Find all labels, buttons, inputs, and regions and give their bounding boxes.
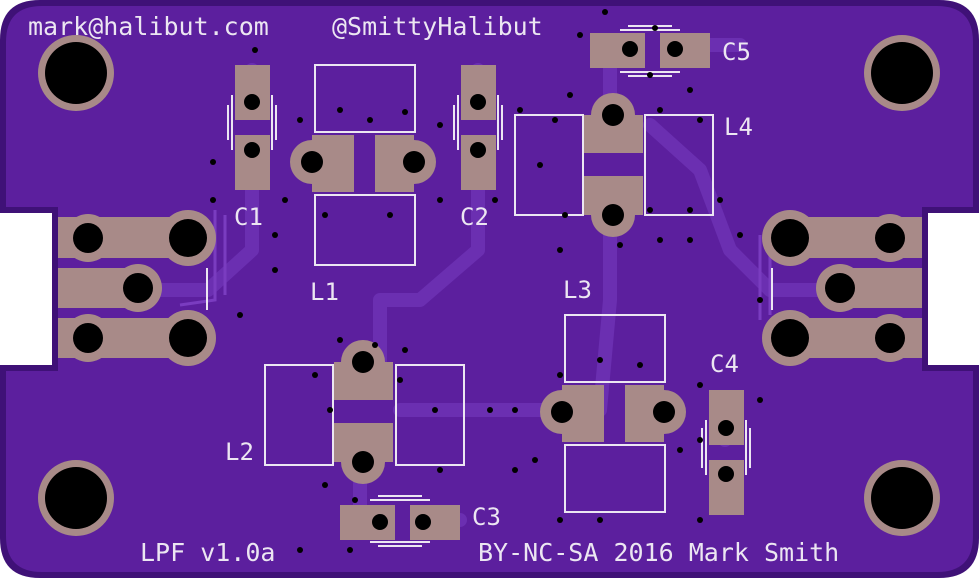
silk-handle-text: @SmittyHalibut [332,12,543,41]
inductor-l1 [290,135,436,192]
connector-silk [206,268,773,310]
left-connector [58,210,216,366]
inductor-silk [264,64,714,513]
label-c2: C2 [460,203,489,231]
capacitor-c5 [590,33,710,68]
inductor-l4 [584,93,643,237]
label-l3: L3 [563,276,592,304]
label-c1: C1 [234,203,263,231]
capacitor-c1 [235,65,270,190]
label-c4: C4 [710,350,739,378]
label-l1: L1 [310,278,339,306]
vias [210,9,763,553]
right-connector [762,210,922,366]
silk-email-text: mark@halibut.com [28,12,269,41]
label-l4: L4 [724,113,753,141]
inductor-l2 [334,340,393,484]
capacitor-c4 [709,390,744,515]
inductor-l3 [540,385,686,442]
silk-version-text: LPF v1.0a [140,538,275,567]
silk-license-text: BY-NC-SA 2016 Mark Smith [478,538,839,567]
capacitor-c3 [340,505,460,540]
label-c5: C5 [722,38,751,66]
capacitor-c2 [461,65,496,190]
label-l2: L2 [225,438,254,466]
mounting-holes [38,35,940,536]
label-c3: C3 [472,503,501,531]
